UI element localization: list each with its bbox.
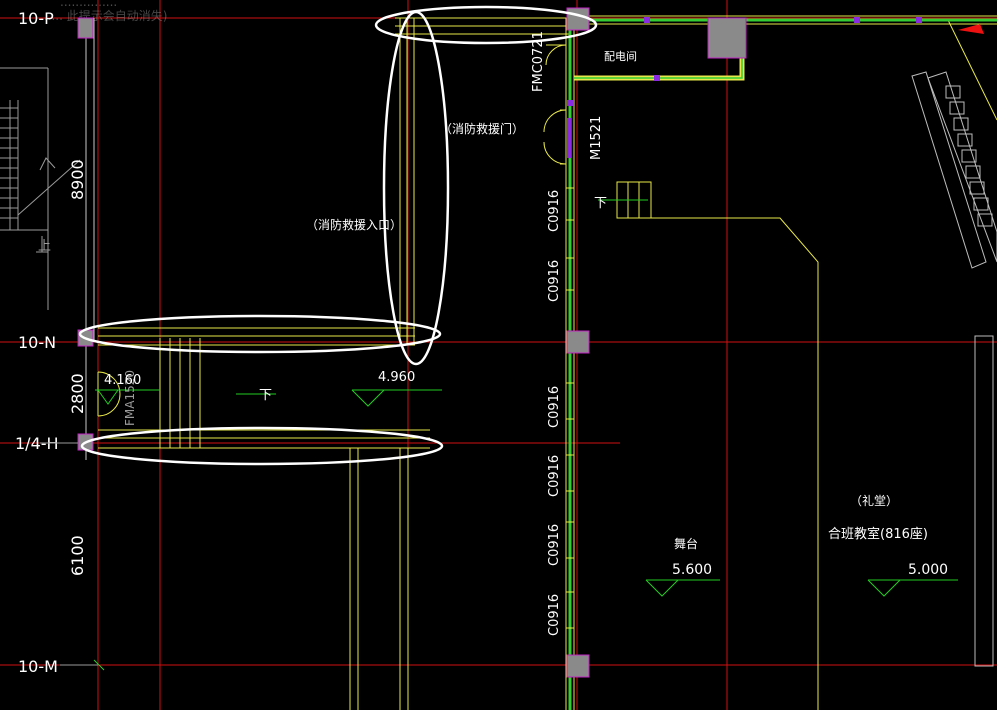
room-label-distribution: 配电间	[604, 50, 637, 63]
window-label: C0916	[547, 524, 562, 566]
annotation-rescue-window: （消防救援门）	[440, 121, 524, 136]
axis-label-10n: 10-N	[18, 333, 56, 352]
column	[566, 330, 590, 354]
left-door-fma	[97, 371, 121, 417]
dimension-2800: 2800	[68, 373, 87, 414]
room-label-stage: 舞台	[674, 536, 698, 551]
room-label-hall-note: （礼堂）	[850, 493, 898, 508]
window-label: C0916	[547, 594, 562, 636]
stair-up-label: 上	[38, 239, 51, 254]
room-label-hall-name: 合班教室(816座)	[828, 526, 928, 542]
elevation-4160: 4.160	[104, 373, 141, 388]
column	[707, 17, 747, 59]
dimension-6100: 6100	[68, 535, 87, 576]
highlight-ellipses	[78, 5, 598, 466]
axis-label-14h: 1/4-H	[15, 434, 59, 453]
red-marker-icon	[958, 24, 984, 34]
highlight-ellipse-top	[374, 5, 598, 45]
highlight-ellipse-14h	[80, 426, 444, 466]
left-stair	[0, 67, 81, 310]
door-label-fma1520: FMA1520	[123, 370, 137, 426]
axis-label-10m: 10-M	[18, 657, 58, 676]
header-text-1: ...............	[60, 0, 117, 9]
column	[566, 7, 590, 31]
left-wall	[85, 18, 95, 460]
stair-down-label: 下	[594, 196, 607, 211]
window-label: C0916	[547, 455, 562, 497]
highlight-ellipse-vertical	[382, 10, 450, 366]
seating-area	[911, 71, 997, 667]
header-text-2: ...... 此提示会自动消失)	[40, 8, 167, 23]
window-label: C0916	[547, 190, 562, 232]
window-label: C0916	[547, 260, 562, 302]
elevation-hall: 5.000	[908, 562, 948, 578]
column	[77, 17, 94, 39]
highlight-ellipse-10n	[78, 314, 442, 354]
level-markers	[95, 199, 958, 597]
elevation-4960: 4.960	[378, 370, 415, 385]
window-label: C0916	[547, 386, 562, 428]
door-m1521-marker	[567, 118, 571, 158]
axis-label-10p: 10-P	[18, 9, 54, 28]
door-label-fmc0721: FMC0721	[531, 31, 546, 92]
stair-down-label: 下	[259, 388, 272, 403]
column	[566, 654, 590, 678]
wall-markers	[567, 17, 922, 106]
dimension-8900: 8900	[68, 159, 87, 200]
main-wall	[565, 15, 997, 710]
windows	[565, 187, 575, 629]
door-label-m1521: M1521	[589, 116, 604, 160]
elevation-stage: 5.600	[672, 562, 712, 578]
annotation-rescue-entrance: （消防救援入口）	[306, 217, 402, 232]
doors	[543, 44, 567, 165]
